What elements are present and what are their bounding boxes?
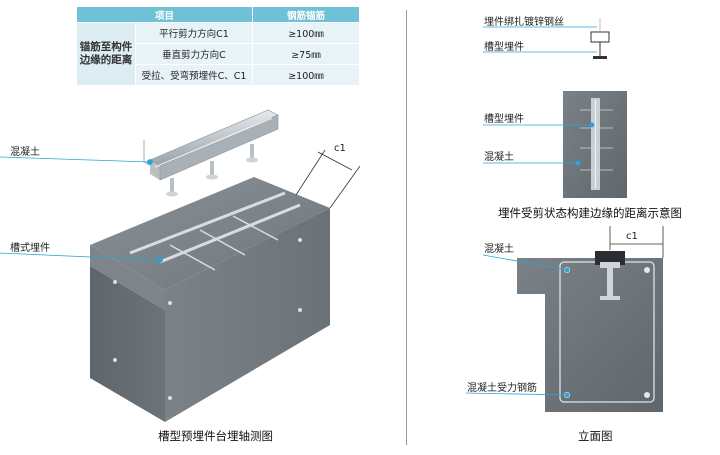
leader-lines-middle bbox=[483, 122, 595, 166]
channel-detail-top bbox=[483, 18, 610, 59]
dimension-c1-left bbox=[295, 149, 361, 209]
block-dots bbox=[113, 238, 302, 400]
table-row: 垂直剪力方向C ≥75㎜ bbox=[77, 43, 360, 65]
label-concrete-middle: 混凝土 bbox=[484, 152, 514, 163]
block-front-face-lower bbox=[165, 208, 330, 422]
label-concrete-left: 混凝土 bbox=[10, 147, 40, 158]
concrete-panel-middle bbox=[563, 91, 627, 198]
label-galvanized-wire: 埋件绑扎镀锌钢丝 bbox=[484, 17, 564, 28]
label-concrete-bottom: 混凝土 bbox=[484, 244, 514, 255]
block-ledge bbox=[90, 245, 165, 310]
label-channel-embed-middle: 槽型埋件 bbox=[484, 114, 524, 125]
elevation-section bbox=[517, 226, 664, 412]
block-top-face bbox=[90, 177, 330, 290]
block-front-face bbox=[90, 266, 165, 422]
table-header-item: 项目 bbox=[76, 6, 253, 23]
dimension-label-c1-left: c1 bbox=[334, 143, 346, 154]
top-grooves bbox=[129, 191, 301, 271]
spec-table: 项目 钢筋锚筋 锚筋至构件边缘的距离 平行剪力方向C1 ≥100㎜ 垂直剪力方向… bbox=[76, 6, 360, 86]
table-cell-value: ≥75㎜ bbox=[252, 43, 360, 65]
table-header-row: 项目 钢筋锚筋 bbox=[76, 6, 360, 23]
leader-lines-bottom bbox=[465, 254, 570, 398]
caption-elevation: 立面图 bbox=[578, 429, 613, 443]
label-rebar: 混凝土受力钢筋 bbox=[467, 383, 537, 394]
caption-shear-distance: 埋件受剪状态构建边缘的距离示意图 bbox=[498, 206, 682, 220]
channel-embed-rail bbox=[143, 109, 279, 197]
table-cell-value: ≥100㎜ bbox=[252, 64, 360, 86]
table-row: 受拉、受弯预埋件C、C1 ≥100㎜ bbox=[77, 64, 360, 86]
table-header-value: 钢筋锚筋 bbox=[252, 6, 360, 23]
dimension-label-c1-right: c1 bbox=[626, 231, 638, 242]
leader-lines-left bbox=[0, 156, 163, 263]
table-cell-condition: 受拉、受弯预埋件C、C1 bbox=[135, 64, 253, 86]
label-channel-embed-left: 槽式埋件 bbox=[10, 243, 50, 254]
section-divider bbox=[406, 10, 407, 445]
table-cell-value: ≥100㎜ bbox=[252, 22, 360, 44]
label-channel-embed-top: 槽型埋件 bbox=[484, 42, 524, 53]
table-cell-condition: 垂直剪力方向C bbox=[135, 43, 253, 65]
caption-isometric: 槽型预埋件台埋轴测图 bbox=[158, 429, 273, 443]
table-row: 锚筋至构件边缘的距离 平行剪力方向C1 ≥100㎜ bbox=[76, 22, 360, 86]
